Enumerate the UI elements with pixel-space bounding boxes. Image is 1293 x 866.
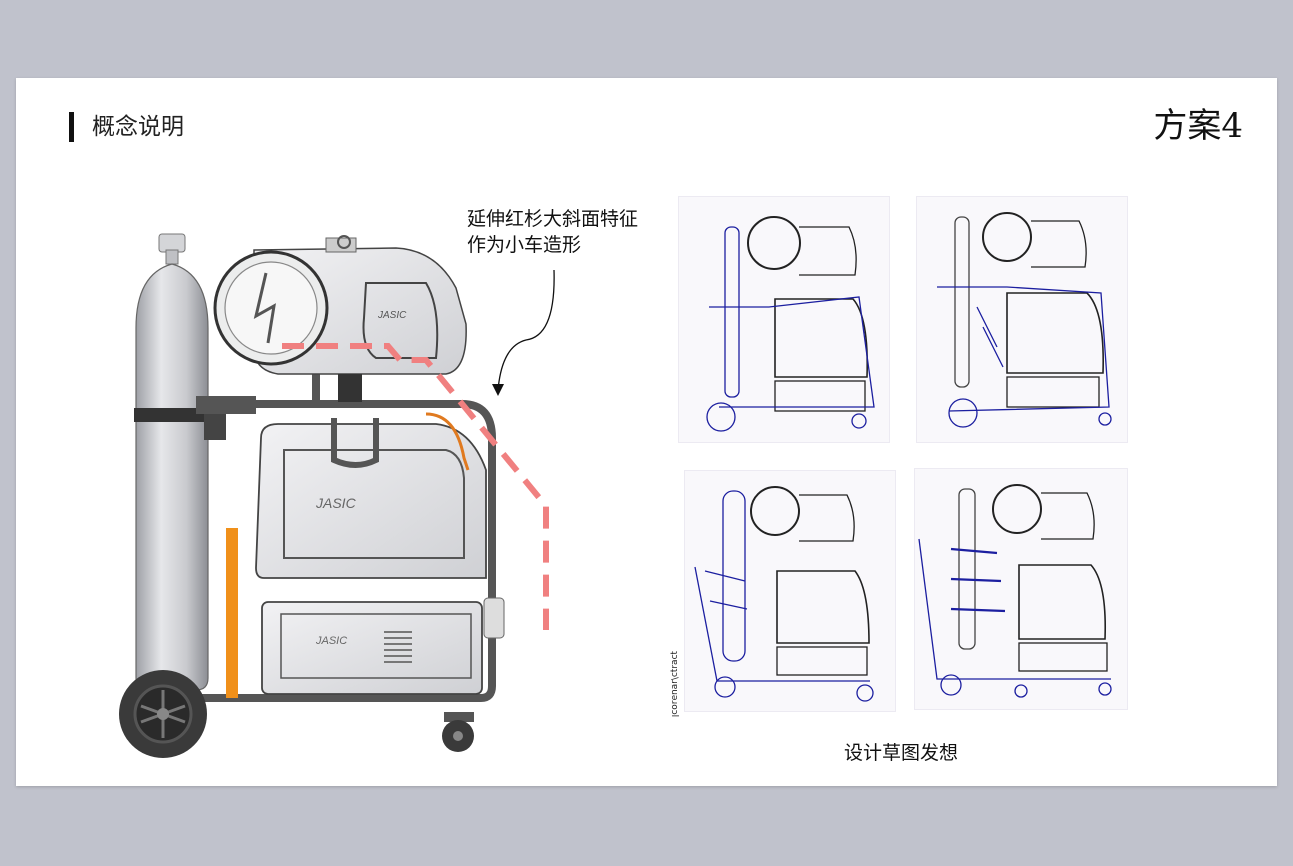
svg-text:JASIC: JASIC [315, 495, 357, 511]
svg-text:JASIC: JASIC [377, 310, 407, 321]
big-wheel [119, 670, 207, 758]
svg-text:JASIC: JASIC [315, 635, 347, 647]
annotation-text: 延伸红杉大斜面特征 作为小车造形 [467, 206, 638, 258]
slide: 概念说明 方案4 [16, 78, 1277, 786]
wire-feeder: JASIC [213, 235, 467, 375]
sketch-caption: 设计草图发想 [844, 742, 959, 764]
cylinder-bracket [196, 396, 256, 414]
arrow-head [492, 384, 504, 396]
section-title: 概念说明 [92, 114, 184, 140]
sketch-2 [916, 196, 1128, 443]
title-accent-bar [69, 112, 74, 142]
annotation-arrow [497, 269, 555, 391]
sketch-side-text: ʇɔɐɹʇɔ\ɹɐuǝɹoɔl [669, 651, 679, 718]
slope-dashed-line [282, 343, 549, 630]
sketch-3: ʇɔɐɹʇɔ\ɹɐuǝɹoɔl [669, 470, 896, 717]
annotation-line-2: 作为小车造形 [467, 234, 582, 256]
power-source: JASIC [255, 412, 487, 579]
annotation-line-1: 延伸红杉大斜面特征 [467, 208, 639, 230]
welder-cart-render: JASIC JASIC JASIC [119, 233, 555, 758]
bracket-plate [204, 414, 226, 440]
orange-handle [226, 528, 238, 698]
caster-wheel [442, 712, 474, 752]
feeder-mount [338, 374, 362, 402]
cooling-unit: JASIC [261, 597, 505, 695]
sketch-1 [678, 196, 890, 443]
sketch-4 [914, 468, 1128, 710]
scheme-label: 方案4 [1153, 106, 1243, 146]
gas-cylinder [134, 233, 212, 691]
